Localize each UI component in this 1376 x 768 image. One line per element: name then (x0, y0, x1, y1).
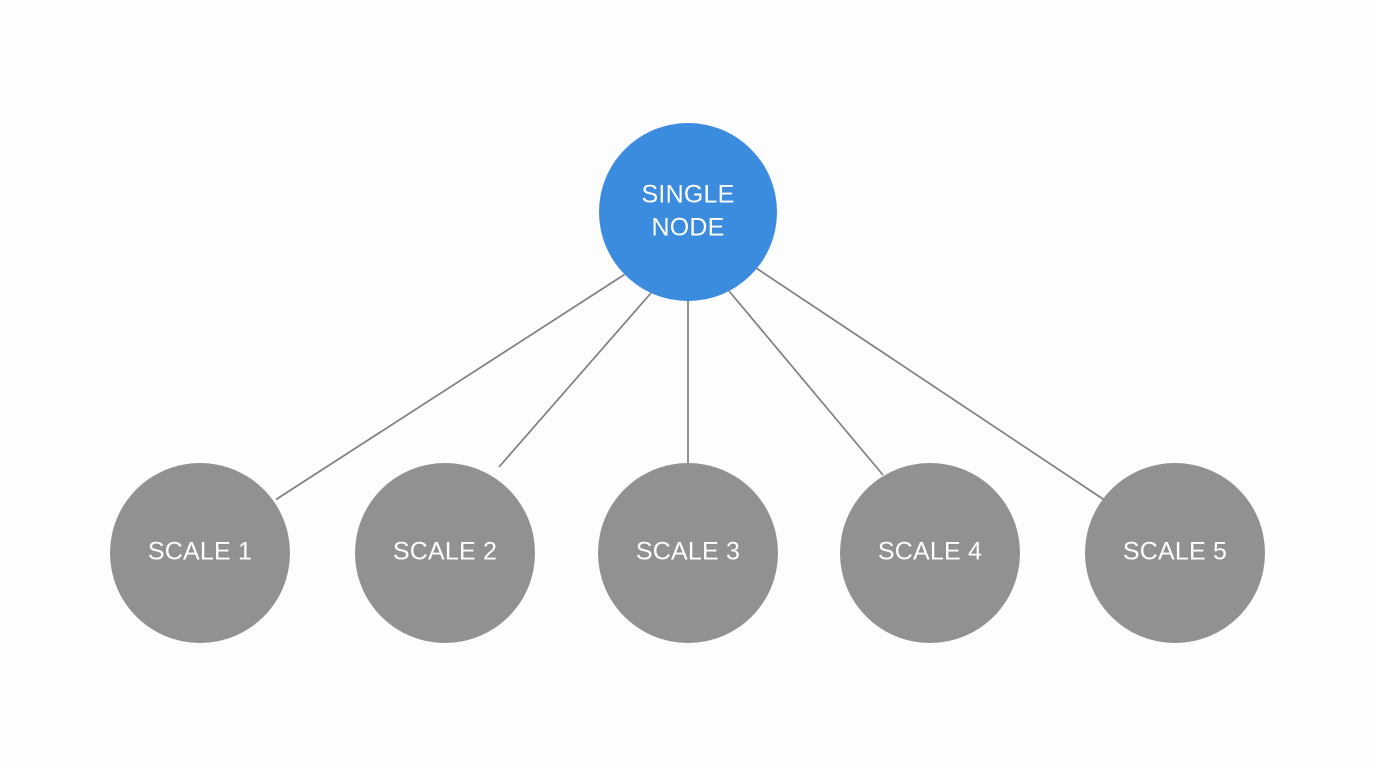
leaf-node-scale-3[interactable]: SCALE 3 (598, 463, 778, 643)
leaf-label-scale-4: SCALE 4 (878, 538, 982, 566)
leaf-circle-scale-3[interactable] (598, 463, 778, 643)
root-label-line-1: SINGLE (642, 180, 735, 208)
leaf-circle-scale-2[interactable] (355, 463, 535, 643)
edge-root-scale-2 (498, 292, 652, 468)
leaf-circle-scale-5[interactable] (1085, 463, 1265, 643)
edge-root-scale-5 (755, 267, 1105, 501)
leaf-node-scale-4[interactable]: SCALE 4 (840, 463, 1020, 643)
edge-group (275, 267, 1105, 501)
leaf-label-scale-5: SCALE 5 (1123, 538, 1227, 566)
edge-root-scale-1 (275, 273, 625, 501)
leaf-node-scale-5[interactable]: SCALE 5 (1085, 463, 1265, 643)
leaf-circle-scale-4[interactable] (840, 463, 1020, 643)
root-label-line-2: NODE (651, 213, 724, 241)
leaf-node-scale-1[interactable]: SCALE 1 (110, 463, 290, 643)
root-label-single-node: SINGLE NODE (642, 180, 735, 241)
root-node-single-node[interactable]: SINGLE NODE (599, 123, 777, 301)
leaf-label-scale-3: SCALE 3 (636, 538, 740, 566)
edge-root-scale-4 (728, 290, 884, 476)
leaf-node-scale-2[interactable]: SCALE 2 (355, 463, 535, 643)
root-circle-single-node[interactable] (599, 123, 777, 301)
leaf-circle-scale-1[interactable] (110, 463, 290, 643)
leaf-label-scale-1: SCALE 1 (148, 538, 252, 566)
leaf-label-scale-2: SCALE 2 (393, 538, 497, 566)
